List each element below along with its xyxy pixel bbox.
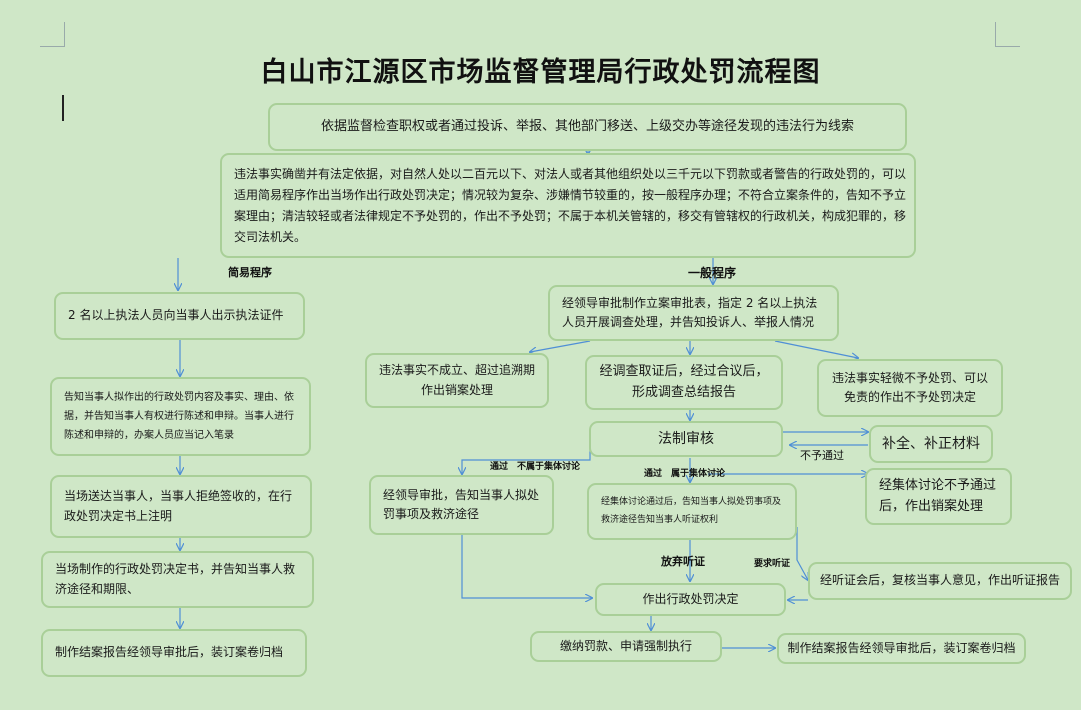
box-hearing-report: 经听证会后，复核当事人意见，作出听证报告 bbox=[808, 562, 1072, 600]
box-penalty-decision: 作出行政处罚决定 bbox=[595, 583, 786, 616]
label-pass-collective: 通过 属于集体讨论 bbox=[644, 469, 726, 479]
page-corner-mark-right bbox=[995, 22, 1020, 47]
box-clue-source-text: 依据监督检查职权或者通过投诉、举报、其他部门移送、上级交办等途径发现的违法行为线… bbox=[320, 118, 854, 134]
box-simple-archive: 制作结案报告经领导审批后，装订案卷归档 bbox=[41, 629, 307, 677]
box-general-archive-text: 制作结案报告经领导审批后，装订案卷归档 bbox=[787, 640, 1016, 655]
box-case-approval: 经领导审批制作立案审批表，指定 2 名以上执法人员开展调查处理，并告知投诉人、举… bbox=[548, 285, 839, 341]
label-simple-procedure: 简易程序 bbox=[228, 266, 272, 279]
box-leader-approval-text: 经领导审批，告知当事人拟处罚事项及救济途径 bbox=[383, 487, 540, 521]
label-not-pass: 不予通过 bbox=[800, 449, 844, 462]
arrow-collective-to-hearing bbox=[796, 527, 808, 580]
box-deliver-on-spot-text: 当场送达当事人，当事人拒绝签收的，在行政处罚决定书上注明 bbox=[64, 489, 293, 523]
box-revoke-case-text: 违法事实不成立、超过追溯期作出销案处理 bbox=[378, 363, 535, 397]
box-collective-pass: 经集体讨论通过后，告知当事人拟处罚事项及救济途径告知当事人听证权利 bbox=[587, 483, 797, 540]
box-supplement-materials: 补全、补正材料 bbox=[869, 425, 993, 463]
text-cursor bbox=[62, 95, 64, 121]
box-collective-reject: 经集体讨论不予通过后，作出销案处理 bbox=[865, 468, 1012, 525]
box-on-spot-decision: 当场制作的行政处罚决定书，并告知当事人救济途径和期限、 bbox=[41, 551, 314, 608]
box-no-penalty-text: 违法事实轻微不予处罚、可以免责的作出不予处罚决定 bbox=[831, 370, 988, 404]
label-pass-not-collective: 通过 不属于集体讨论 bbox=[490, 462, 581, 472]
box-inform-party-text: 告知当事人拟作出的行政处罚内容及事实、理由、依据，并告知当事人有权进行陈述和申辩… bbox=[64, 392, 294, 441]
label-general-procedure: 一般程序 bbox=[688, 266, 737, 280]
label-waive-hearing: 放弃听证 bbox=[661, 555, 705, 568]
box-legal-review: 法制审核 bbox=[589, 421, 783, 457]
box-investigation-report-text: 经调查取证后，经过合议后，形成调查总结报告 bbox=[599, 363, 769, 400]
box-inform-party: 告知当事人拟作出的行政处罚内容及事实、理由、依据，并告知当事人有权进行陈述和申辩… bbox=[50, 377, 311, 456]
box-general-archive: 制作结案报告经领导审批后，装订案卷归档 bbox=[777, 633, 1026, 664]
box-revoke-case: 违法事实不成立、超过追溯期作出销案处理 bbox=[365, 353, 549, 408]
box-clue-source: 依据监督检查职权或者通过投诉、举报、其他部门移送、上级交办等途径发现的违法行为线… bbox=[268, 103, 907, 151]
box-pay-or-enforce-text: 缴纳罚款、申请强制执行 bbox=[559, 638, 692, 653]
box-collective-reject-text: 经集体讨论不予通过后，作出销案处理 bbox=[879, 477, 997, 514]
box-case-criteria: 违法事实确凿并有法定依据，对自然人处以二百元以下、对法人或者其他组织处以三千元以… bbox=[220, 153, 916, 258]
arrow-general-to-revoke bbox=[530, 340, 591, 352]
box-case-criteria-text: 违法事实确凿并有法定依据，对自然人处以二百元以下、对法人或者其他组织处以三千元以… bbox=[234, 166, 907, 244]
page-title: 白山市江源区市场监督管理局行政处罚流程图 bbox=[260, 57, 821, 88]
arrow-leader-to-decision bbox=[461, 535, 592, 598]
box-simple-archive-text: 制作结案报告经领导审批后，装订案卷归档 bbox=[55, 645, 284, 660]
box-deliver-on-spot: 当场送达当事人，当事人拒绝签收的，在行政处罚决定书上注明 bbox=[50, 475, 312, 538]
label-request-hearing: 要求听证 bbox=[754, 559, 791, 569]
box-show-credentials-text: 2 名以上执法人员向当事人出示执法证件 bbox=[68, 308, 284, 323]
page-corner-mark-left bbox=[40, 22, 65, 47]
box-investigation-report: 经调查取证后，经过合议后，形成调查总结报告 bbox=[585, 355, 783, 410]
box-on-spot-decision-text: 当场制作的行政处罚决定书，并告知当事人救济途径和期限、 bbox=[55, 562, 296, 596]
box-pay-or-enforce: 缴纳罚款、申请强制执行 bbox=[530, 631, 722, 662]
box-legal-review-text: 法制审核 bbox=[658, 430, 714, 447]
box-hearing-report-text: 经听证会后，复核当事人意见，作出听证报告 bbox=[819, 573, 1060, 588]
box-collective-pass-text: 经集体讨论通过后，告知当事人拟处罚事项及救济途径告知当事人听证权利 bbox=[601, 497, 782, 525]
box-leader-approval: 经领导审批，告知当事人拟处罚事项及救济途径 bbox=[369, 475, 554, 535]
arrow-general-to-minor bbox=[774, 340, 858, 358]
box-penalty-decision-text: 作出行政处罚决定 bbox=[642, 591, 739, 606]
box-supplement-materials-text: 补全、补正材料 bbox=[882, 435, 980, 452]
box-show-credentials: 2 名以上执法人员向当事人出示执法证件 bbox=[54, 292, 305, 340]
box-no-penalty: 违法事实轻微不予处罚、可以免责的作出不予处罚决定 bbox=[817, 359, 1003, 417]
box-case-approval-text: 经领导审批制作立案审批表，指定 2 名以上执法人员开展调查处理，并告知投诉人、举… bbox=[562, 295, 818, 329]
